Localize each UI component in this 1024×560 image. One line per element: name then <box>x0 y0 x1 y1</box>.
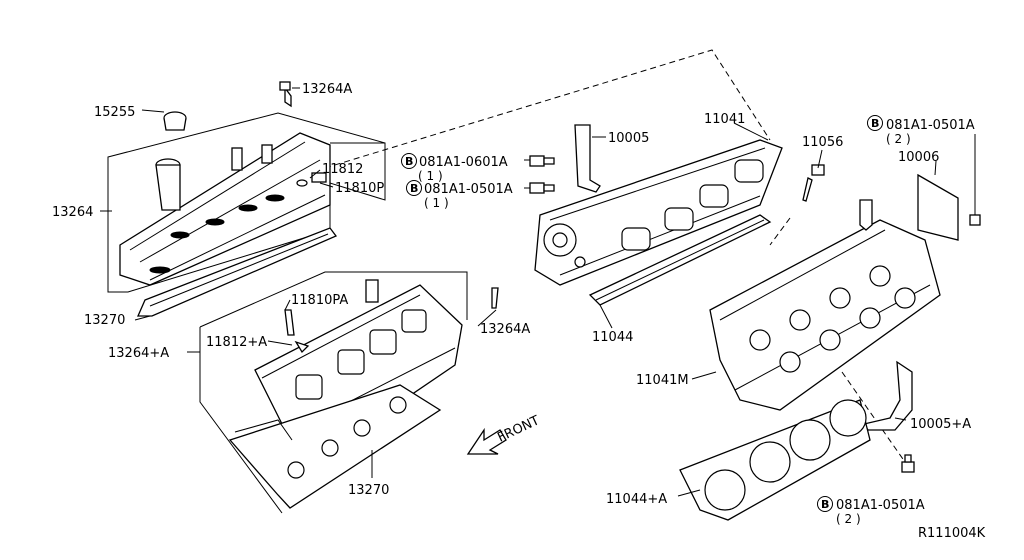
label-081A1-0501A-bottom: 081A1-0501A <box>836 498 925 513</box>
cylinder-head <box>709 164 941 411</box>
label-11810PA: 11810PA <box>291 293 348 308</box>
front-label: FRONT <box>495 413 542 445</box>
gasket-11044 <box>588 214 772 306</box>
qty-0601A: ( 1 ) <box>418 169 443 183</box>
label-13264plusA: 13264+A <box>108 346 169 361</box>
label-11041: 11041 <box>704 112 745 127</box>
label-11044A: 11044+A <box>606 492 667 507</box>
head-gasket <box>679 399 871 521</box>
bolt-callout-0601A: B 081A1-0601A ( 1 ) <box>401 153 508 183</box>
label-11044: 11044 <box>592 330 633 345</box>
label-10005: 10005 <box>608 131 649 146</box>
label-10006: 10006 <box>898 150 939 165</box>
leader-lines <box>100 87 976 497</box>
label-13264A-mid: 13264A <box>480 322 530 337</box>
label-081A1-0501A-middle: 081A1-0501A <box>424 182 513 197</box>
label-11812A: 11812+A <box>206 335 267 350</box>
bolt-marker: B <box>405 155 413 168</box>
reference-code: R111004K <box>918 526 986 541</box>
qty-0501A-middle: ( 1 ) <box>424 196 449 210</box>
label-15255: 15255 <box>94 105 135 120</box>
qty-0501A-bottom: ( 2 ) <box>836 512 861 526</box>
bolt-callout-0501A-middle: B 081A1-0501A ( 1 ) <box>406 180 513 210</box>
bolt-marker: B <box>871 117 879 130</box>
bracket-10006 <box>917 173 981 241</box>
label-13264: 13264 <box>52 205 93 220</box>
bolt-callout-0501A-bottom: B 081A1-0501A ( 2 ) <box>817 496 925 526</box>
label-11810P: 11810P <box>335 181 384 196</box>
valve-cover-lower <box>199 271 499 514</box>
label-11812: 11812 <box>322 162 363 177</box>
valve-cover-upper <box>107 81 386 293</box>
label-081A1-0601A: 081A1-0601A <box>419 155 508 170</box>
label-11041M: 11041M <box>636 373 689 388</box>
label-13264A-top: 13264A <box>302 82 352 97</box>
label-081A1-0501A-top: 081A1-0501A <box>886 118 975 133</box>
label-13270-bottom: 13270 <box>348 483 389 498</box>
label-11056: 11056 <box>802 135 843 150</box>
bolt-callout-0501A-top: B 081A1-0501A ( 2 ) <box>867 115 975 146</box>
label-10005A: 10005+A <box>910 417 971 432</box>
bolts <box>529 155 915 473</box>
intake-manifold <box>534 124 783 286</box>
part-labels: 15255 13264A 11812 11810P 13264 13270 11… <box>52 82 971 507</box>
gasket-upper <box>137 227 338 317</box>
bolt-marker: B <box>821 498 829 511</box>
bolt-marker: B <box>410 182 418 195</box>
bolt-callouts: B 081A1-0601A ( 1 ) B 081A1-0501A ( 1 ) … <box>401 115 975 526</box>
qty-0501A-top: ( 2 ) <box>886 132 911 146</box>
front-direction-arrow <box>466 427 507 455</box>
label-13270-left: 13270 <box>84 313 125 328</box>
